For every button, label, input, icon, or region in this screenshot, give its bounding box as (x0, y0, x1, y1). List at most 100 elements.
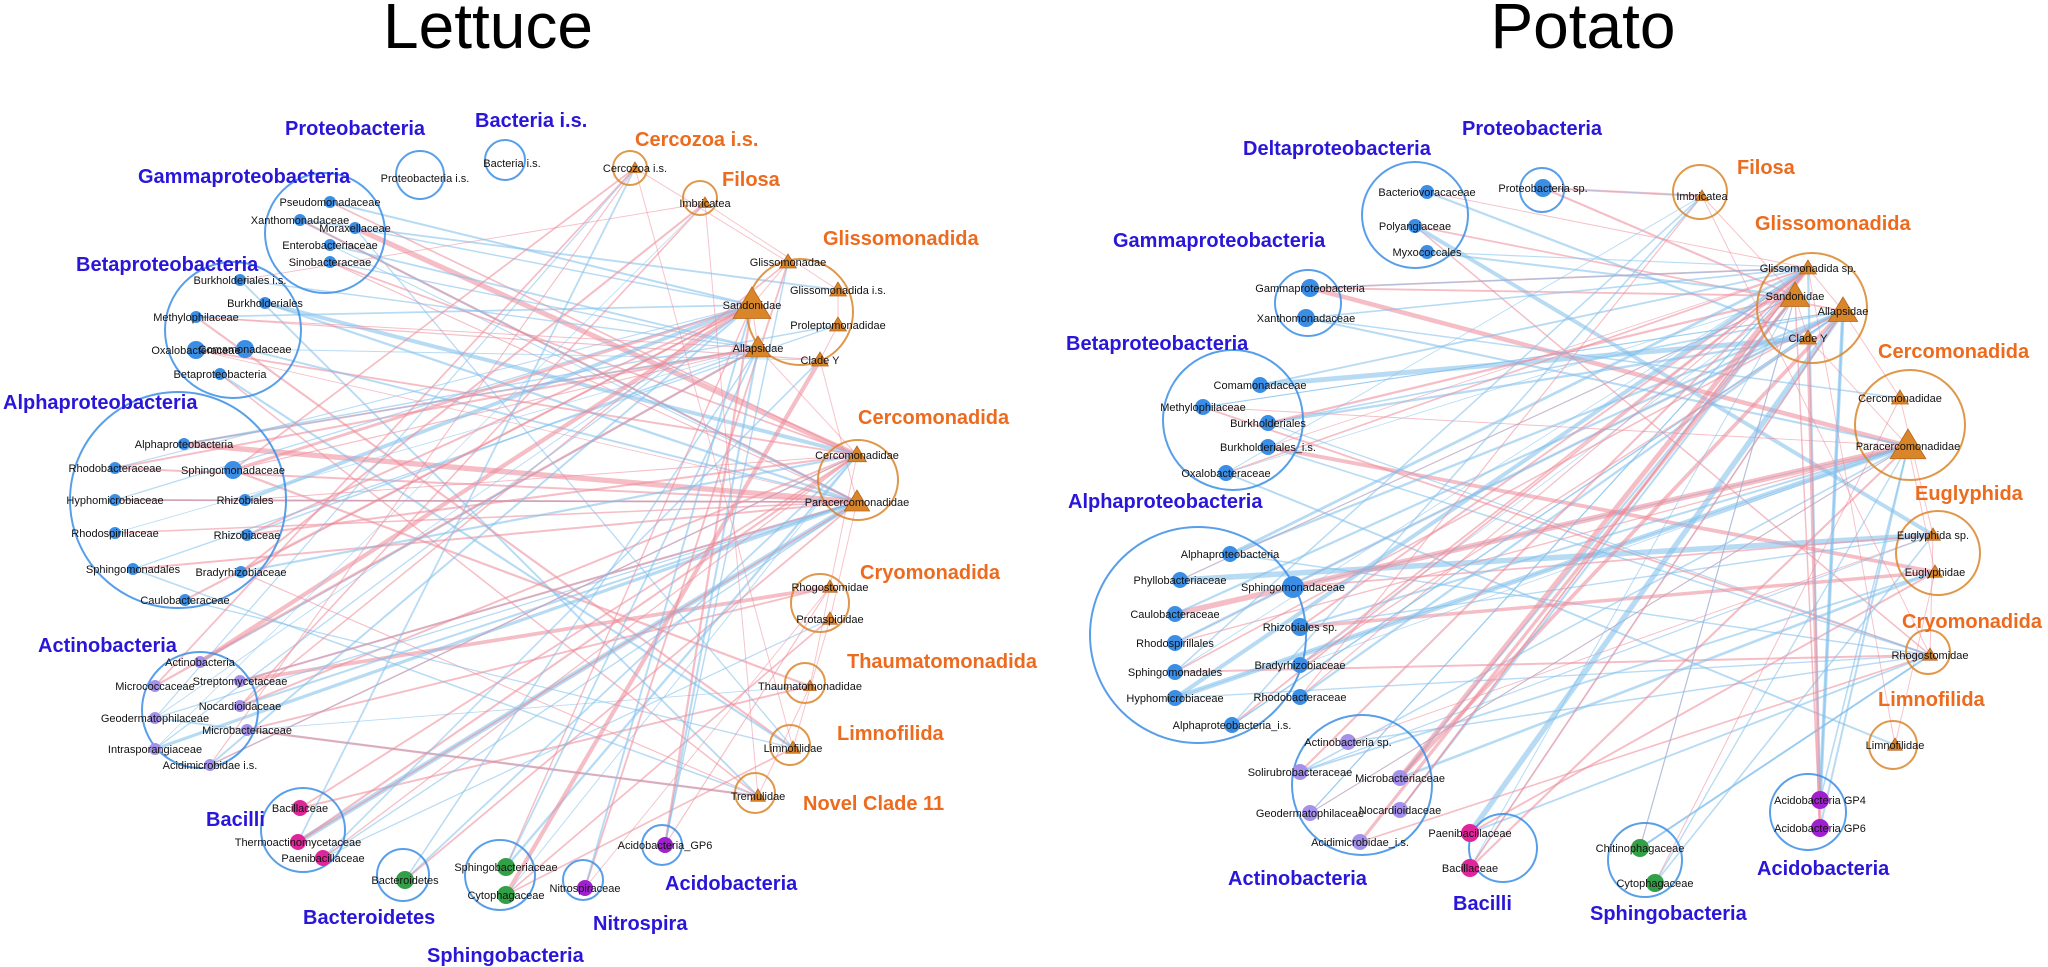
edge-potato-120 (1807, 267, 1896, 746)
edge-lettuce-70 (154, 167, 636, 719)
node-label-lettuce-rhizobiales: Rhizobiales (217, 495, 274, 507)
node-label-potato-solirubrobacteraceae: Solirubrobacteraceae (1248, 767, 1353, 779)
edge-potato-118 (1894, 571, 1936, 746)
node-label-lettuce-rhogostomidae: Rhogostomidae (791, 582, 868, 594)
group-ring-bis (484, 139, 526, 181)
group-label-deltaP: Deltaproteobacteria (1243, 138, 1432, 160)
group-ring-bacilliP (1468, 813, 1538, 883)
group-ring-cercis (612, 150, 648, 186)
node-label-potato-oxalobacteraceae: Oxalobacteraceae (1181, 468, 1270, 480)
edge-potato-91 (1467, 309, 1846, 835)
node-label-potato-nocardioidaceae: Nocardioidaceae (1359, 805, 1442, 817)
edge-lettuce-75 (246, 728, 759, 798)
node-label-lettuce-nitrospiraceae: Nitrospiraceae (550, 883, 621, 895)
node-label-potato-actinobacteria-sp: Actinobacteria sp. (1304, 737, 1391, 749)
node-lettuce-pseudomonadaceae (324, 196, 336, 208)
node-lettuce-nocardioidaceae (234, 700, 246, 712)
edge-potato-39 (1179, 532, 1934, 583)
edge-potato-33 (1225, 295, 1796, 474)
edge-lettuce-91 (322, 359, 821, 859)
node-label-lettuce-allapsidae: Allapsidae (733, 343, 784, 355)
node-label-potato-rhogostomidae: Rhogostomidae (1891, 650, 1968, 662)
edge-potato-60 (1174, 443, 1909, 701)
node-label-lettuce-acidimicrobidae-i-s: Acidimicrobidae i.s. (163, 760, 258, 772)
group-ring-cercomon (817, 439, 899, 521)
node-potato-cytophagaceae (1646, 874, 1664, 892)
group-ring-thaumat (784, 662, 826, 704)
edge-lettuce-61 (154, 167, 636, 687)
group-ring-cercomonP (1854, 369, 1966, 481)
edge-potato-81 (1309, 445, 1909, 814)
group-label-cercomon: Cercomonadida (858, 407, 1010, 429)
panel-title-potato: Potato (1490, 0, 1675, 62)
group-ring-nitro (562, 859, 604, 901)
node-potato-comamonadaceae (1252, 377, 1268, 393)
node-potato-solirubrobacteraceae (1292, 764, 1308, 780)
node-label-potato-phyllobacteriaceae: Phyllobacteriaceae (1134, 575, 1227, 587)
edge-potato-114 (1807, 337, 1909, 447)
edge-lettuce-69 (239, 261, 789, 707)
edge-lettuce-67 (239, 202, 706, 707)
edge-lettuce-5 (354, 227, 794, 749)
node-lettuce-micrococcaceae (149, 680, 161, 692)
edge-lettuce-66 (239, 501, 858, 707)
group-label-glissoP: Glissomonadida (1755, 213, 1911, 235)
group-ring-actino (141, 651, 259, 769)
edge-potato-70 (1347, 654, 1931, 743)
edge-lettuce-87 (297, 501, 858, 843)
node-label-lettuce-sinobacteraceae: Sinobacteraceae (289, 257, 372, 269)
edge-lettuce-21 (195, 316, 759, 349)
group-ring-proteo (395, 150, 445, 200)
node-label-potato-proteobacteria-sp: Proteobacteria sp. (1498, 183, 1587, 195)
node-label-potato-microbacteriaceae: Microbacteriaceae (1355, 773, 1445, 785)
edge-lettuce-52 (132, 324, 839, 570)
node-potato-bacteriovoracaceae (1420, 185, 1434, 199)
group-label-betaP: Betaproteobacteria (1066, 333, 1249, 355)
node-label-potato-sphingomonadaceae: Sphingomonadaceae (1241, 582, 1345, 594)
edge-lettuce-73 (154, 304, 753, 719)
node-lettuce-acidimicrobidae-i-s (204, 759, 216, 771)
group-label-nitro: Nitrospira (593, 913, 688, 935)
node-potato-rhogostomidae (1921, 647, 1939, 661)
node-label-lettuce-thermoactinomycetaceae: Thermoactinomycetaceae (235, 837, 362, 849)
edge-potato-104 (1819, 445, 1909, 801)
edge-lettuce-124 (634, 167, 794, 749)
node-label-potato-euglyphidae: Euglyphidae (1905, 567, 1966, 579)
node-lettuce-geodermatophilaceae (149, 712, 161, 724)
node-label-potato-rhodospirillales: Rhodospirillales (1136, 638, 1214, 650)
node-lettuce-proleptomonadidae (828, 316, 848, 332)
node-lettuce-paracercomonadidae (843, 489, 871, 512)
node-label-lettuce-pseudomonadaceae: Pseudomonadaceae (280, 197, 381, 209)
node-lettuce-nitrospiraceae (577, 880, 593, 896)
edge-lettuce-110 (664, 261, 789, 846)
node-label-potato-burkholderiales-i-s: Burkholderiales_i.s. (1220, 442, 1316, 454)
node-label-lettuce-rhizobiaceae: Rhizobiaceae (214, 530, 281, 542)
node-lettuce-limnofilidae (784, 740, 802, 754)
node-lettuce-sphingomonadales (127, 563, 139, 575)
edge-lettuce-107 (664, 586, 831, 846)
node-lettuce-cytophagaceae (497, 886, 515, 904)
edge-potato-66 (1231, 195, 1703, 726)
group-label-sphingo: Sphingobacteria (427, 945, 585, 967)
group-ring-cryo (790, 573, 850, 633)
edge-lettuce-24 (244, 348, 858, 503)
node-label-potato-hyphomicrobiaceae: Hyphomicrobiaceae (1126, 693, 1223, 705)
node-lettuce-protaspididae (821, 611, 839, 625)
node-label-potato-sphingomonadales: Sphingomonadales (1128, 667, 1223, 679)
group-ring-actinoP (1291, 714, 1433, 856)
node-lettuce-thaumatomonadidae (802, 679, 818, 691)
node-label-lettuce-bradyrhizobiaceae: Bradyrhizobiaceae (195, 567, 286, 579)
edge-potato-93 (1469, 295, 1796, 869)
node-label-lettuce-rhodobacteraceae: Rhodobacteraceae (69, 463, 162, 475)
group-label-euglyP: Euglyphida (1915, 483, 2024, 505)
edge-potato-88 (1359, 654, 1931, 843)
group-label-glisso: Glissomonadida (823, 228, 979, 250)
node-lettuce-glissomonadida-i-s (828, 281, 848, 297)
node-label-potato-euglyphida-sp: Euglyphida sp. (1897, 530, 1969, 542)
node-label-lettuce-protaspididae: Protaspididae (796, 614, 863, 626)
node-potato-paracercomonadidae (1889, 428, 1927, 460)
node-potato-rhodospirillales (1167, 635, 1183, 651)
node-potato-bacillaceae (1461, 859, 1479, 877)
edge-lettuce-53 (240, 571, 759, 797)
